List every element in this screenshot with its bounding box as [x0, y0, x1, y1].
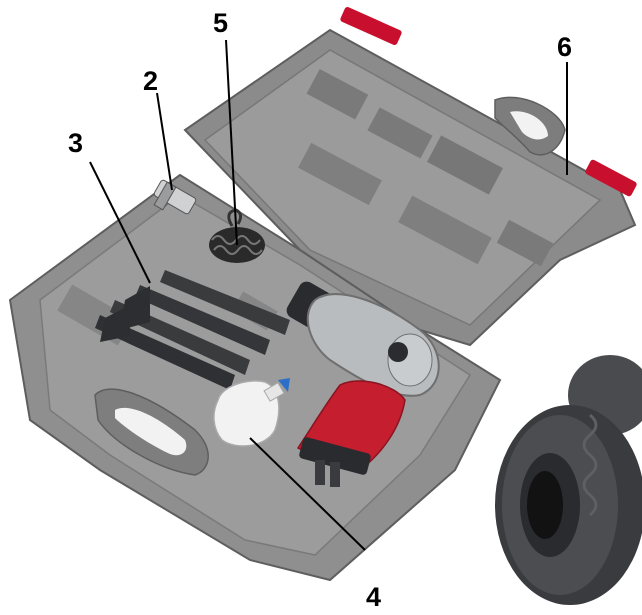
carry-case [183, 7, 637, 347]
callout-5: 5 [213, 8, 229, 38]
callout-2: 2 [143, 66, 159, 96]
chisel-set [95, 270, 290, 390]
air-fitting [153, 179, 197, 215]
latch-right [585, 159, 637, 197]
callout-6: 6 [557, 32, 573, 62]
leader-lines [89, 39, 568, 551]
oil-bottle [213, 378, 290, 447]
air-hammer [286, 281, 440, 487]
callout-3: 3 [68, 128, 84, 158]
detail-inset [495, 355, 642, 605]
latch-top [340, 7, 402, 45]
callout-4: 4 [366, 582, 382, 612]
